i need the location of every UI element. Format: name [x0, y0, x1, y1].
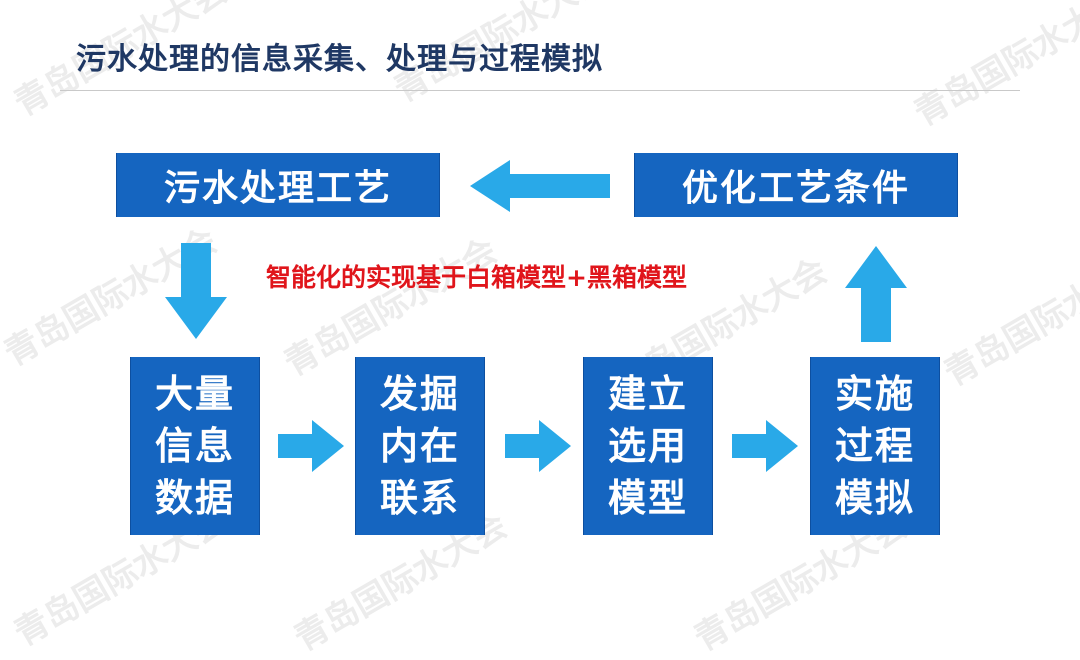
watermark-text: 青岛国际水大会: [937, 240, 1080, 395]
step-box-build-model: 建立选用模型: [583, 357, 713, 535]
arrow-right-icon: [278, 420, 344, 472]
arrow-right-icon: [732, 420, 798, 472]
arrow-left-icon: [470, 160, 610, 212]
title-divider: [60, 90, 1020, 91]
process-box-wastewater-treatment: 污水处理工艺: [116, 153, 440, 217]
watermark-text: 青岛国际水大会: [907, 0, 1080, 135]
arrow-up-icon: [845, 246, 907, 342]
step-box-discover-relations: 发掘内在联系: [355, 357, 485, 535]
step-box-big-data: 大量信息数据: [130, 357, 260, 535]
step-box-process-simulation: 实施过程模拟: [810, 357, 940, 535]
page-title: 污水处理的信息采集、处理与过程模拟: [76, 42, 603, 77]
diagram-subtitle: 智能化的实现基于白箱模型+黑箱模型: [266, 263, 687, 292]
process-box-optimize-conditions: 优化工艺条件: [634, 153, 958, 217]
arrow-right-icon: [505, 420, 571, 472]
arrow-down-icon: [165, 243, 227, 339]
